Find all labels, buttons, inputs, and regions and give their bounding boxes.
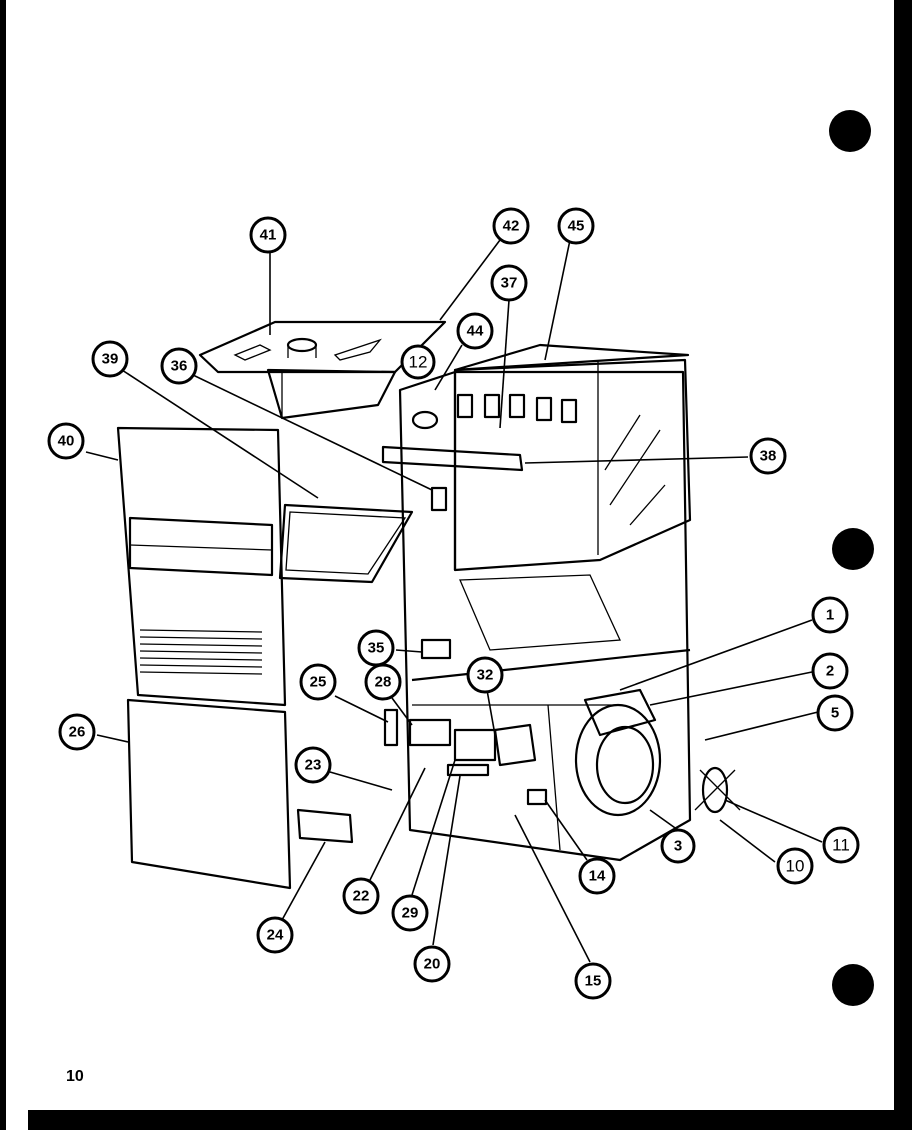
scan-edge-left: [0, 0, 6, 1130]
callout-44-label: 44: [467, 323, 484, 340]
callout-20-label: 20: [424, 956, 441, 973]
callout-11: 11: [822, 826, 860, 864]
callout-5: 5: [816, 694, 854, 732]
callout-12: 12: [400, 344, 436, 380]
callout-32-label: 32: [477, 667, 494, 684]
binder-punch-hole-middle: [832, 528, 874, 570]
scan-edge-right: [894, 0, 912, 1130]
callout-45-label: 45: [568, 218, 585, 235]
scan-edge-bottom: [28, 1110, 912, 1130]
callout-26: 26: [58, 713, 96, 751]
callout-22: 22: [342, 877, 380, 915]
callout-29-label: 29: [402, 905, 419, 922]
upper-door-panel-part: [116, 426, 287, 707]
binder-punch-hole-bottom: [832, 964, 874, 1006]
callout-14-label: 14: [589, 868, 606, 885]
leader-lines: [85, 239, 823, 963]
callout-2-label: 2: [826, 663, 834, 680]
callout-3-label: 3: [674, 838, 682, 855]
callout-35-label: 35: [368, 640, 385, 657]
callout-14: 14: [578, 857, 616, 895]
callout-40-label: 40: [58, 433, 75, 450]
callout-41: 41: [249, 216, 287, 254]
callout-5-label: 5: [831, 705, 839, 722]
callout-39-label: 39: [102, 351, 119, 368]
callout-37-label: 37: [501, 275, 518, 292]
callout-28-label: 28: [375, 674, 392, 691]
heat-exchanger-part: [453, 343, 692, 651]
lower-door-panel-part: [126, 698, 292, 890]
callout-23: 23: [294, 746, 332, 784]
callout-22-label: 22: [353, 888, 370, 905]
callout-20: 20: [413, 945, 451, 983]
callout-37: 37: [490, 264, 528, 302]
callout-40: 40: [47, 422, 85, 460]
callout-36: 36: [160, 347, 198, 385]
callout-25: 25: [299, 663, 337, 701]
callout-41-label: 41: [260, 227, 277, 244]
manifold-bracket-part: [381, 445, 524, 472]
callout-3: 3: [660, 828, 696, 864]
callout-15: 15: [574, 962, 612, 1000]
blower-assembly-part: [574, 688, 662, 817]
callout-35: 35: [357, 629, 395, 667]
callout-45: 45: [557, 207, 595, 245]
callout-24: 24: [256, 916, 294, 954]
callout-1: 1: [811, 596, 849, 634]
callout-24-label: 24: [267, 927, 284, 944]
callout-44: 44: [456, 312, 494, 350]
callout-32: 32: [466, 656, 504, 694]
callout-42: 42: [492, 207, 530, 245]
control-parts: [296, 410, 548, 844]
callout-23-label: 23: [305, 757, 322, 774]
binder-punch-hole-top: [829, 110, 871, 152]
filter-part: [278, 503, 414, 584]
vent-grille: [139, 629, 263, 675]
callout-29: 29: [391, 894, 429, 932]
callout-2: 2: [811, 652, 849, 690]
callout-28: 28: [364, 663, 402, 701]
callout-38: 38: [749, 437, 787, 475]
callout-42-label: 42: [503, 218, 520, 235]
callout-10-label: 10: [786, 857, 805, 876]
callout-38-label: 38: [760, 448, 777, 465]
callout-1-label: 1: [826, 607, 834, 624]
motor-mount-part: [694, 766, 741, 814]
callout-10: 10: [776, 847, 814, 885]
callout-15-label: 15: [585, 973, 602, 990]
callout-25-label: 25: [310, 674, 327, 691]
furnace-cabinet-part: [398, 370, 692, 862]
callout-39: 39: [91, 340, 129, 378]
callout-11-label: 11: [832, 836, 850, 855]
callout-12-label: 12: [409, 353, 428, 372]
page-number: 10: [66, 1068, 84, 1085]
callout-36-label: 36: [171, 358, 188, 375]
callout-26-label: 26: [69, 724, 86, 741]
